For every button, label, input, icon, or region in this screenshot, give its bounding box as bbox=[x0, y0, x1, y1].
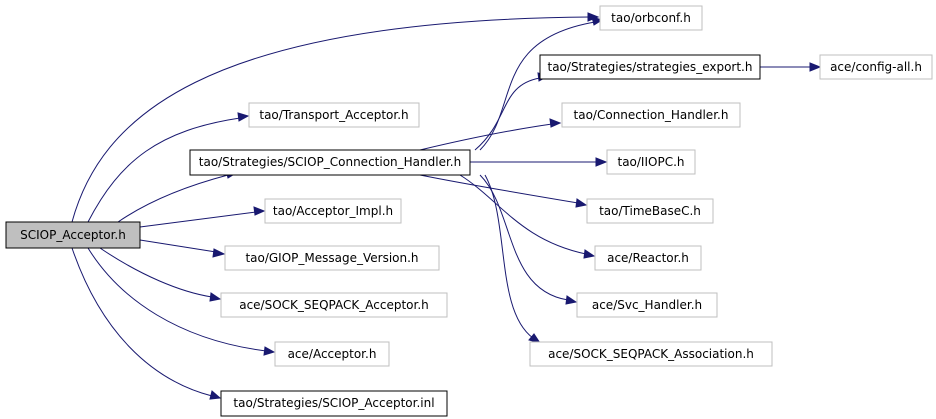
node-label: tao/IIOPC.h bbox=[617, 155, 684, 169]
arrowhead bbox=[263, 346, 276, 356]
node-label: tao/Acceptor_Impl.h bbox=[273, 204, 393, 218]
edge-connection-handler-to-sock-seqpack-association bbox=[484, 174, 534, 339]
node-label: tao/Strategies/strategies_export.h bbox=[548, 60, 753, 74]
node-sciop-acceptor-inl[interactable]: tao/Strategies/SCIOP_Acceptor.inl bbox=[220, 390, 448, 417]
node-label: tao/orbconf.h bbox=[611, 11, 691, 25]
node-label: tao/TimeBaseC.h bbox=[599, 204, 701, 218]
node-sciop-connection-handler-h[interactable]: tao/Strategies/SCIOP_Connection_Handler.… bbox=[189, 149, 471, 176]
node-orbconf-h[interactable]: tao/orbconf.h bbox=[599, 5, 703, 31]
edge-acceptor-to-giop bbox=[139, 239, 217, 253]
node-timebasec-h[interactable]: tao/TimeBaseC.h bbox=[586, 198, 714, 224]
arrowhead bbox=[565, 295, 578, 305]
edge-acceptor-to-orbconf bbox=[71, 16, 591, 223]
arrowhead bbox=[575, 198, 588, 208]
arrowhead bbox=[209, 292, 222, 302]
edge-acceptor-to-connection-handler bbox=[117, 174, 229, 223]
edge-connection-handler-to-timebasec bbox=[419, 174, 579, 204]
arrowhead bbox=[209, 390, 222, 400]
node-label: ace/Svc_Handler.h bbox=[592, 298, 702, 312]
node-sock-seqpack-association-h[interactable]: ace/SOCK_SEQPACK_Association.h bbox=[529, 341, 773, 367]
edge-connection-handler-to-tao-connection-handler bbox=[419, 123, 553, 151]
edge-connection-handler-to-reactor bbox=[459, 174, 587, 255]
edge-acceptor-to-transport-acceptor bbox=[87, 117, 241, 223]
node-label: tao/Transport_Acceptor.h bbox=[259, 108, 408, 122]
edge-acceptor-to-acceptor-impl bbox=[139, 211, 257, 228]
edge-acceptor-to-acceptor-inl bbox=[71, 247, 213, 397]
node-sciop-acceptor-h[interactable]: SCIOP_Acceptor.h bbox=[5, 221, 141, 249]
edge-connection-handler-to-strategies-export bbox=[474, 77, 541, 151]
node-iiopc-h[interactable]: tao/IIOPC.h bbox=[606, 149, 696, 175]
node-connection-handler-h[interactable]: tao/Connection_Handler.h bbox=[561, 102, 741, 128]
node-giop-message-version-h[interactable]: tao/GIOP_Message_Version.h bbox=[224, 245, 440, 271]
arrowhead bbox=[549, 118, 562, 128]
node-svc-handler-h[interactable]: ace/Svc_Handler.h bbox=[576, 292, 718, 318]
node-reactor-h[interactable]: ace/Reactor.h bbox=[594, 245, 702, 271]
arrowhead bbox=[253, 206, 266, 216]
node-label: tao/Strategies/SCIOP_Acceptor.inl bbox=[233, 396, 434, 410]
node-label: ace/config-all.h bbox=[830, 60, 922, 74]
node-label: ace/SOCK_SEQPACK_Association.h bbox=[548, 347, 754, 361]
node-label: ace/Reactor.h bbox=[607, 251, 689, 265]
node-config-all-h[interactable]: ace/config-all.h bbox=[819, 54, 933, 80]
node-label: ace/Acceptor.h bbox=[288, 347, 377, 361]
edge-connection-handler-to-svc-handler bbox=[479, 174, 569, 301]
arrowhead bbox=[583, 249, 596, 259]
arrowhead bbox=[591, 16, 604, 26]
edge-connection-handler-to-orbconf bbox=[479, 21, 596, 151]
node-label: tao/Connection_Handler.h bbox=[574, 108, 729, 122]
arrowhead bbox=[237, 112, 250, 122]
node-label: tao/Strategies/SCIOP_Connection_Handler.… bbox=[199, 155, 461, 169]
node-strategies-export-h[interactable]: tao/Strategies/strategies_export.h bbox=[539, 54, 761, 80]
node-label: tao/GIOP_Message_Version.h bbox=[245, 251, 418, 265]
arrowhead bbox=[212, 248, 226, 258]
arrowhead bbox=[595, 157, 608, 167]
edge-acceptor-to-sock-seqpack-acceptor bbox=[99, 247, 213, 298]
node-sock-seqpack-acceptor-h[interactable]: ace/SOCK_SEQPACK_Acceptor.h bbox=[220, 292, 448, 318]
edges bbox=[71, 12, 822, 400]
node-acceptor-impl-h[interactable]: tao/Acceptor_Impl.h bbox=[264, 198, 402, 224]
node-label: SCIOP_Acceptor.h bbox=[20, 228, 126, 242]
arrowhead bbox=[809, 62, 822, 72]
node-acceptor-h[interactable]: ace/Acceptor.h bbox=[274, 341, 390, 367]
node-transport-acceptor-h[interactable]: tao/Transport_Acceptor.h bbox=[248, 102, 420, 128]
edge-acceptor-to-ace-acceptor bbox=[87, 247, 267, 352]
node-label: ace/SOCK_SEQPACK_Acceptor.h bbox=[239, 298, 429, 312]
nodes: SCIOP_Acceptor.h tao/orbconf.h tao/Strat… bbox=[5, 5, 933, 417]
